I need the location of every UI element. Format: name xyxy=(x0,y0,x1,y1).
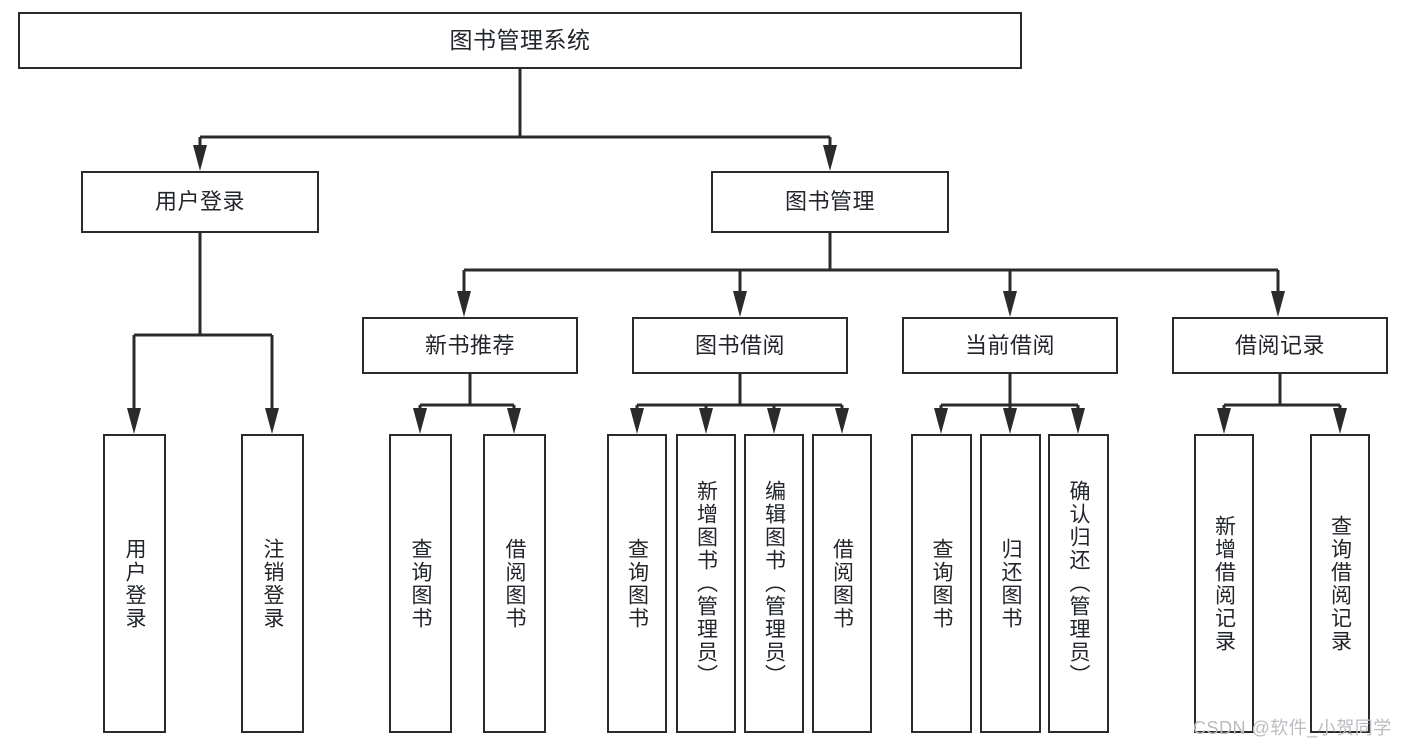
node-leaf-1[interactable]: 用户登录 xyxy=(103,434,166,733)
node-label: 图书管理 xyxy=(784,189,875,215)
node-root-system[interactable]: 图书管理系统 xyxy=(18,12,1022,69)
node-label: 新书推荐 xyxy=(424,332,515,358)
connector-level3-4-arrowhead-icon-2 xyxy=(1333,408,1347,434)
connector-level3-3-arrowhead-icon-3 xyxy=(1071,408,1085,434)
connector-level3-3-arrowhead-icon-2 xyxy=(1003,408,1017,434)
node-leaf-9[interactable]: 查询图书 xyxy=(911,434,972,733)
node-label: 用户登录 xyxy=(154,189,245,215)
connector-level3-1-arrowhead-icon-1 xyxy=(413,408,427,434)
connector-root-arrowhead-icon-2 xyxy=(823,145,837,171)
node-label: 借阅图书 xyxy=(830,537,854,630)
connector-level3-2-arrowhead-icon-3 xyxy=(767,408,781,434)
node-leaf-11[interactable]: 确认归还（管理员） xyxy=(1048,434,1109,733)
connector-level3-4-arrowhead-icon-1 xyxy=(1217,408,1231,434)
node-leaf-3[interactable]: 查询图书 xyxy=(389,434,452,733)
connector-level3-3-arrowhead-icon-1 xyxy=(934,408,948,434)
node-leaf-7[interactable]: 编辑图书（管理员） xyxy=(744,434,804,733)
connector-level3-2-arrowhead-icon-1 xyxy=(630,408,644,434)
node-label: 当前借阅 xyxy=(964,332,1055,358)
node-level3-4[interactable]: 借阅记录 xyxy=(1172,317,1388,374)
connector-root-arrowhead-icon-1 xyxy=(193,145,207,171)
node-leaf-4[interactable]: 借阅图书 xyxy=(483,434,546,733)
node-leaf-10[interactable]: 归还图书 xyxy=(980,434,1041,733)
node-label: 查询图书 xyxy=(409,537,432,630)
node-label: 编辑图书（管理员） xyxy=(762,480,786,687)
node-label: 借阅记录 xyxy=(1234,332,1325,358)
connector-level3-1-arrowhead-icon-2 xyxy=(507,408,521,434)
node-label: 借阅图书 xyxy=(503,537,526,630)
node-leaf-13[interactable]: 查询借阅记录 xyxy=(1310,434,1370,733)
node-label: 新增图书（管理员） xyxy=(694,480,718,687)
node-label: 查询借阅记录 xyxy=(1328,514,1352,653)
node-label: 图书管理系统 xyxy=(449,26,591,53)
node-label: 归还图书 xyxy=(999,537,1022,630)
node-label: 确认归还（管理员） xyxy=(1067,480,1090,687)
node-level3-1[interactable]: 新书推荐 xyxy=(362,317,578,374)
node-label: 用户登录 xyxy=(123,537,146,630)
node-level2-1[interactable]: 用户登录 xyxy=(81,171,319,233)
node-label: 图书借阅 xyxy=(694,332,785,358)
node-leaf-2[interactable]: 注销登录 xyxy=(241,434,304,733)
node-leaf-8[interactable]: 借阅图书 xyxy=(812,434,872,733)
connector-book-manage-arrowhead-icon-3 xyxy=(1003,291,1017,317)
node-label: 新增借阅记录 xyxy=(1212,514,1236,653)
node-label: 查询图书 xyxy=(625,537,649,630)
csdn-watermark: CSDN @软件_小贺同学 xyxy=(1193,718,1392,738)
connector-level3-2-arrowhead-icon-2 xyxy=(699,408,713,434)
connector-user-login-arrowhead-icon-2 xyxy=(265,408,279,434)
connector-user-login-arrowhead-icon-1 xyxy=(127,408,141,434)
node-label: 注销登录 xyxy=(261,537,284,630)
connector-book-manage-arrowhead-icon-1 xyxy=(457,291,471,317)
node-label: 查询图书 xyxy=(930,537,953,630)
node-level3-2[interactable]: 图书借阅 xyxy=(632,317,848,374)
node-leaf-6[interactable]: 新增图书（管理员） xyxy=(676,434,736,733)
connector-level3-2-arrowhead-icon-4 xyxy=(835,408,849,434)
connector-book-manage-arrowhead-icon-2 xyxy=(733,291,747,317)
node-level3-3[interactable]: 当前借阅 xyxy=(902,317,1118,374)
node-leaf-5[interactable]: 查询图书 xyxy=(607,434,667,733)
connector-book-manage-arrowhead-icon-4 xyxy=(1271,291,1285,317)
node-leaf-12[interactable]: 新增借阅记录 xyxy=(1194,434,1254,733)
node-level2-2[interactable]: 图书管理 xyxy=(711,171,949,233)
